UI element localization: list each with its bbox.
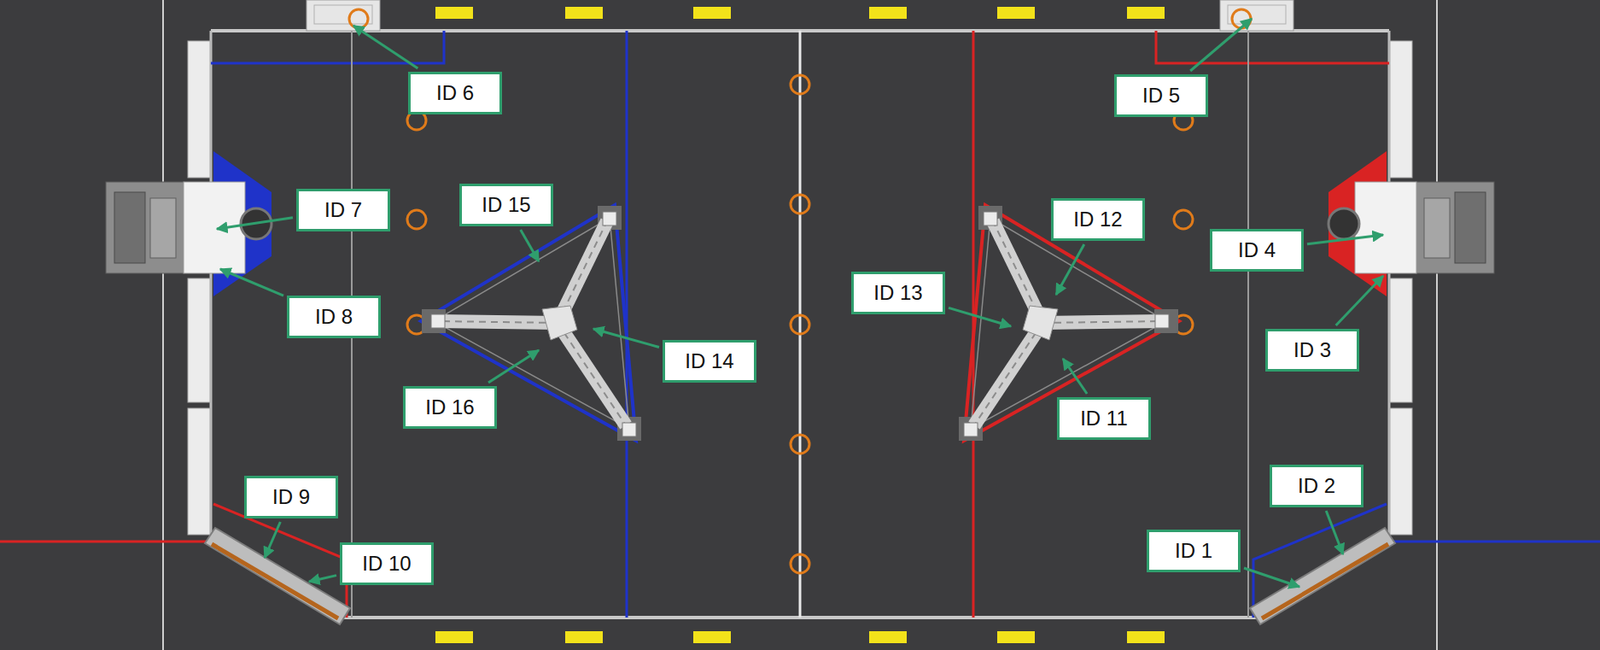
callout-label: ID 8 <box>315 305 353 328</box>
callout-box: ID 12 <box>1051 198 1145 241</box>
callout-label: ID 3 <box>1293 338 1332 362</box>
callout-box: ID 3 <box>1265 328 1360 372</box>
callout-label: ID 11 <box>1080 407 1128 430</box>
callout-label: ID 6 <box>436 81 474 105</box>
callout-label: ID 14 <box>684 350 734 373</box>
leader-arrow <box>488 350 539 383</box>
callout-box: ID 4 <box>1209 228 1304 272</box>
callout-label: ID 12 <box>1073 208 1122 231</box>
leader-arrow <box>1325 510 1344 555</box>
callout-box: ID 6 <box>408 71 503 115</box>
leader-arrow <box>220 268 284 296</box>
leader-arrow <box>353 25 418 69</box>
callout-box: ID 15 <box>459 183 554 227</box>
leader-arrow <box>1056 244 1085 295</box>
callout-label: ID 1 <box>1174 539 1213 562</box>
callout-box: ID 16 <box>402 385 497 429</box>
callout-box: ID 7 <box>296 188 391 232</box>
callout-label: ID 10 <box>362 552 411 575</box>
callout-label: ID 7 <box>324 198 363 222</box>
callout-box: ID 2 <box>1269 464 1364 508</box>
leader-arrow <box>264 521 281 558</box>
callout-box: ID 13 <box>851 271 946 315</box>
callout-label: ID 4 <box>1237 239 1276 262</box>
callout-label: ID 15 <box>481 193 531 217</box>
callout-box: ID 9 <box>244 475 339 519</box>
callout-label: ID 13 <box>873 281 923 304</box>
leader-arrow <box>1243 567 1300 587</box>
leader-arrow <box>1062 358 1087 394</box>
leader-arrow <box>948 307 1011 327</box>
callout-label: ID 2 <box>1297 474 1336 497</box>
callout-box: ID 8 <box>286 295 381 339</box>
leader-arrow <box>1336 275 1384 326</box>
callout-box: ID 5 <box>1114 74 1209 117</box>
callout-box: ID 10 <box>339 542 434 585</box>
leader-arrow <box>593 328 660 348</box>
callout-box: ID 11 <box>1056 397 1151 440</box>
leader-arrow <box>1307 234 1384 245</box>
callout-box: ID 1 <box>1146 529 1241 573</box>
callout-box: ID 14 <box>662 339 757 383</box>
callout-label: ID 16 <box>425 396 474 419</box>
callout-label: ID 5 <box>1142 84 1180 107</box>
leader-arrow <box>1190 18 1252 71</box>
leader-arrow <box>309 575 337 582</box>
callout-label: ID 9 <box>272 485 310 509</box>
leader-arrow <box>520 229 539 262</box>
leader-arrow <box>216 217 293 229</box>
